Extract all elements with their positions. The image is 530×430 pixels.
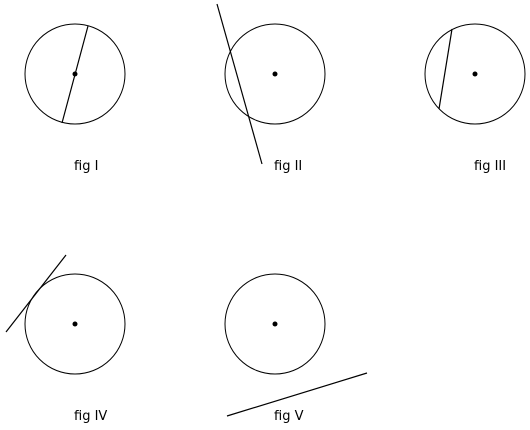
figure-2-secant-line <box>216 3 263 165</box>
figure-5-circle <box>224 273 326 375</box>
figure-4-tangent-line <box>5 254 67 333</box>
figure-5-caption: fig V <box>274 409 304 424</box>
figure-1: fig I <box>24 23 126 174</box>
figure-3: fig III <box>424 23 526 174</box>
figure-1-circle <box>24 23 126 125</box>
figure-3-chord-line <box>438 28 453 110</box>
figure-3-caption: fig III <box>474 159 506 174</box>
figure-1-diameter-line <box>61 25 89 124</box>
figure-4: fig IV <box>5 254 126 424</box>
figure-4-circle <box>24 273 126 375</box>
figure-2-center-point <box>272 71 278 77</box>
figure-2-circle <box>224 23 326 125</box>
figure-5-external-line <box>226 372 368 417</box>
figure-3-center-point <box>472 71 478 77</box>
figure-4-caption: fig IV <box>74 409 107 424</box>
figure-4-center-point <box>72 321 78 327</box>
figure-1-caption: fig I <box>74 159 98 174</box>
figure-2-caption: fig II <box>274 159 302 174</box>
figure-2: fig II <box>216 3 326 174</box>
figure-5-center-point <box>272 321 278 327</box>
figure-3-circle <box>424 23 526 125</box>
figure-5: fig V <box>224 273 368 424</box>
